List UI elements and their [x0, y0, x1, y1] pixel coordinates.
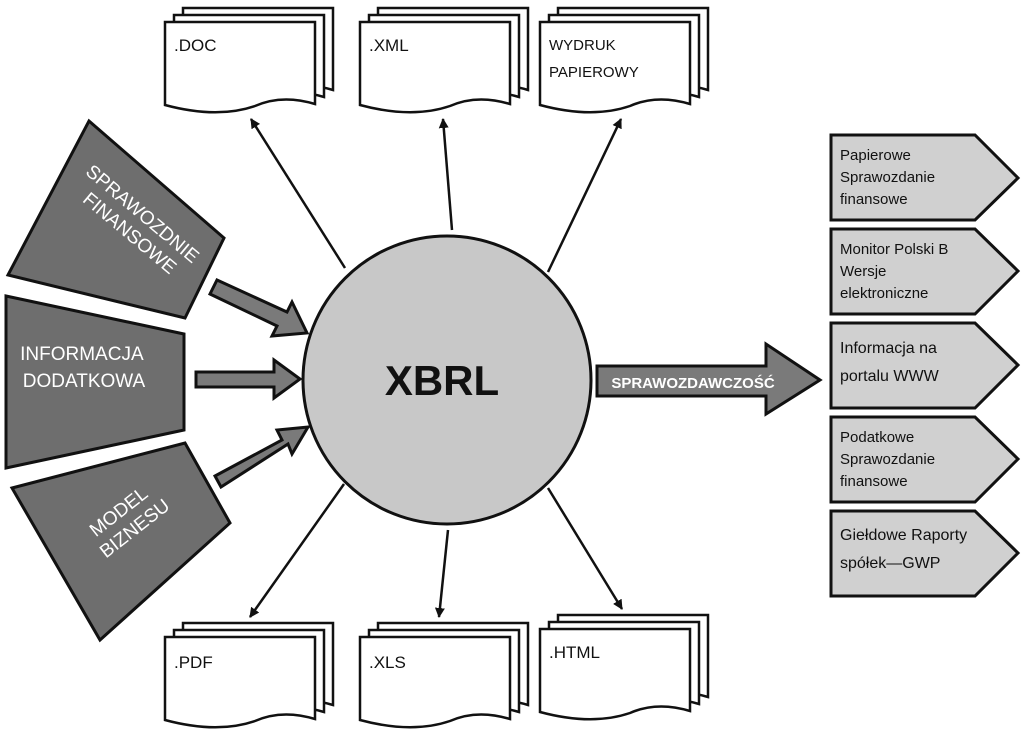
svg-text:.PDF: .PDF [174, 653, 213, 672]
svg-text:Giełdowe Raporty spółek—: Giełdowe Raporty spółek—GWP [840, 527, 972, 572]
input-shape-sprawozdanie: SPRAWOZDNIE FINANSOWE [5, 118, 226, 320]
input-shape-model: MODEL BIZNESU [9, 441, 232, 643]
output-label-line: finansowe [840, 191, 908, 208]
input-arrow-1 [207, 278, 310, 338]
output-label-line: elektroniczne [840, 285, 928, 302]
file-label: WYDRUK [549, 37, 616, 54]
output-label-line: Wersje [840, 263, 886, 280]
connector-arrow-xml [438, 118, 454, 231]
file-stack-html: .HTML [538, 613, 710, 721]
reporting-arrow [595, 341, 823, 417]
output-label-line: Sprawozdanie [840, 451, 935, 468]
svg-text:.DOC: .DOC [174, 36, 217, 55]
xbrl-label: XBRL [385, 357, 499, 404]
file-stack-xls: .XLS [358, 621, 530, 729]
svg-text:Informacja na portalu WW: Informacja na portalu WWW [840, 340, 941, 385]
input-label-line: INFORMACJA [20, 344, 144, 365]
output-label-line: Informacja na [840, 340, 937, 357]
output-monitor: Monitor Polski B Wersje elektroniczne [829, 227, 1021, 316]
file-label: .XLS [369, 653, 406, 672]
output-label-line: Papierowe [840, 147, 911, 164]
input-arrow-2 [194, 357, 303, 401]
file-stack-doc: .DOC [163, 6, 335, 114]
input-label-line: DODATKOWA [23, 371, 146, 392]
connector-arrow-wydruk [546, 118, 623, 273]
output-gieldowe: Giełdowe Raporty spółek—GWP [829, 509, 1021, 598]
output-label-line: Giełdowe Raporty [840, 527, 967, 544]
input-shape-informacja: INFORMACJA DODATKOWA [4, 294, 186, 470]
reporting-arrow-label: SPRAWOZDAWCZOŚĆ [611, 374, 774, 392]
svg-text:.XLS: .XLS [369, 653, 406, 672]
input-arrow-3 [212, 425, 311, 490]
connector-arrow-doc [249, 118, 347, 269]
svg-text:.HTML: .HTML [549, 643, 600, 662]
output-papierowe: Papierowe Sprawozdanie finansowe [829, 133, 1021, 222]
file-label: PAPIEROWY [549, 64, 639, 81]
connector-arrow-html [546, 487, 624, 610]
output-podatkowe: Podatkowe Sprawozdanie finansowe [829, 415, 1021, 504]
connector-arrow-xls [434, 529, 450, 618]
file-stack-pdf: .PDF [163, 621, 335, 729]
file-label: .HTML [549, 643, 600, 662]
output-label-line: finansowe [840, 473, 908, 490]
file-stack-wydruk: WYDRUK PAPIEROWY [538, 6, 710, 114]
file-stack-xml: .XML [358, 6, 530, 114]
output-label-line: Sprawozdanie [840, 169, 935, 186]
svg-text:.XML: .XML [369, 36, 409, 55]
file-label: .XML [369, 36, 409, 55]
output-label-line: Monitor Polski B [840, 241, 948, 258]
output-label-line: portalu WWW [840, 368, 940, 385]
connector-arrow-pdf [248, 483, 346, 618]
output-label-line: spółek—GWP [840, 555, 940, 572]
file-label: .PDF [174, 653, 213, 672]
xbrl-circle [301, 234, 593, 526]
svg-text:Papierowe Sprawozdanie: Papierowe Sprawozdanie finansowe [840, 147, 939, 208]
svg-text:INFORMACJA DODATKOWA: INFORMACJA DODATKOWA [20, 344, 148, 392]
file-label: .DOC [174, 36, 217, 55]
output-label-line: Podatkowe [840, 429, 914, 446]
svg-text:Monitor Polski B Wersje: Monitor Polski B Wersje elektroniczne [840, 241, 953, 302]
svg-text:Podatkowe Sprawozdanie: Podatkowe Sprawozdanie finansowe [840, 429, 939, 490]
output-portal: Informacja na portalu WWW [829, 321, 1021, 410]
svg-text:WYDRUK PAPIEROWY: WYDRUK PAPIEROWY [549, 37, 639, 81]
